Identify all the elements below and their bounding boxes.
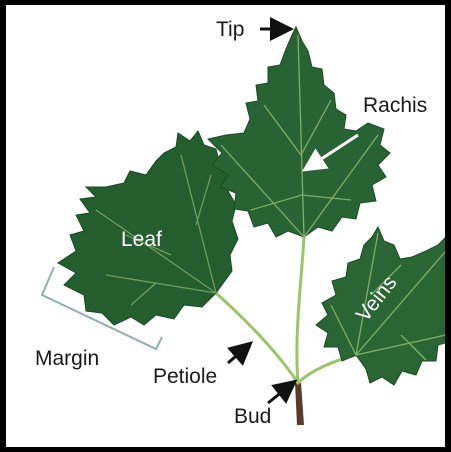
bud-arrow bbox=[268, 387, 288, 403]
label-leaf: Leaf bbox=[121, 228, 162, 251]
leaf-top bbox=[208, 27, 390, 237]
label-bud: Bud bbox=[234, 405, 271, 428]
label-petiole: Petiole bbox=[153, 365, 217, 388]
twig bbox=[295, 383, 304, 425]
petiole-arrow bbox=[228, 349, 244, 363]
leaf-diagram: Tip Rachis Leaf Veins Margin Petiole Bud bbox=[6, 5, 451, 452]
label-margin: Margin bbox=[35, 347, 99, 370]
label-rachis: Rachis bbox=[363, 94, 427, 117]
label-tip: Tip bbox=[216, 18, 244, 41]
